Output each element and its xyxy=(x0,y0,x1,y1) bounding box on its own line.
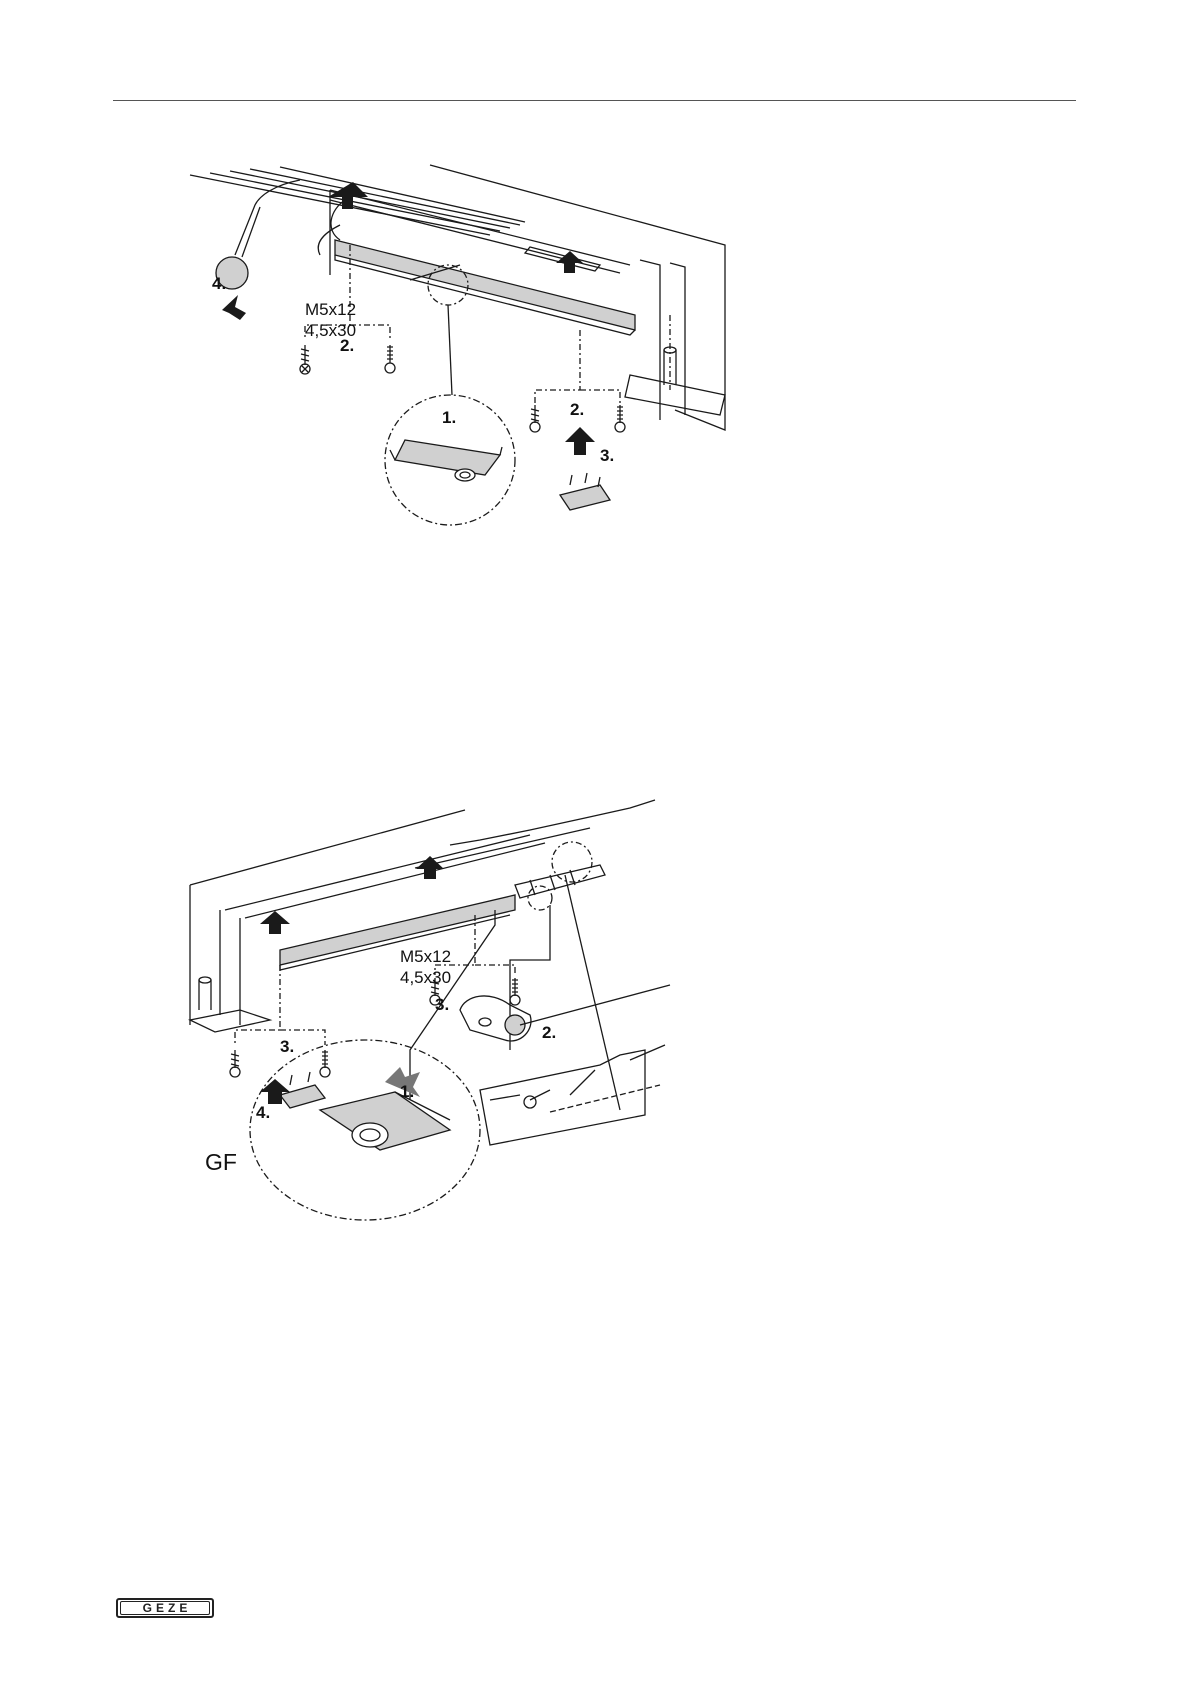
step-3-label: 3. xyxy=(280,1037,294,1056)
step-3-label: 3. xyxy=(600,446,614,465)
header-rule xyxy=(113,100,1076,101)
figure-bottom-gf-installation: 1. 2. 3. 3. 4. M5x12 4,5x30 GF xyxy=(190,800,710,1240)
screw-spec-line2: 4,5x30 xyxy=(305,321,356,340)
arrow-up-icon xyxy=(222,182,595,455)
step-4-label: 4. xyxy=(212,274,226,293)
screw-icon xyxy=(300,345,310,374)
variant-label-gf: GF xyxy=(205,1149,237,1175)
screw-spec-line2: 4,5x30 xyxy=(400,968,451,987)
step-1-label: 1. xyxy=(442,408,456,427)
screw-spec-line1: M5x12 xyxy=(400,947,451,966)
step-2-label: 2. xyxy=(570,400,584,419)
figure-top-cover-removal: 1. 2. 2. 3. 4. M5x12 4,5x30 xyxy=(180,165,740,565)
step-2-label: 2. xyxy=(542,1023,556,1042)
screw-icon xyxy=(230,1050,240,1077)
step-4-label: 4. xyxy=(256,1103,270,1122)
step-3-label: 3. xyxy=(435,995,449,1014)
geze-logo: GEZE xyxy=(116,1598,214,1618)
step-1-label: 1. xyxy=(400,1082,414,1101)
logo-text: GEZE xyxy=(120,1601,210,1615)
screw-spec-line1: M5x12 xyxy=(305,300,356,319)
